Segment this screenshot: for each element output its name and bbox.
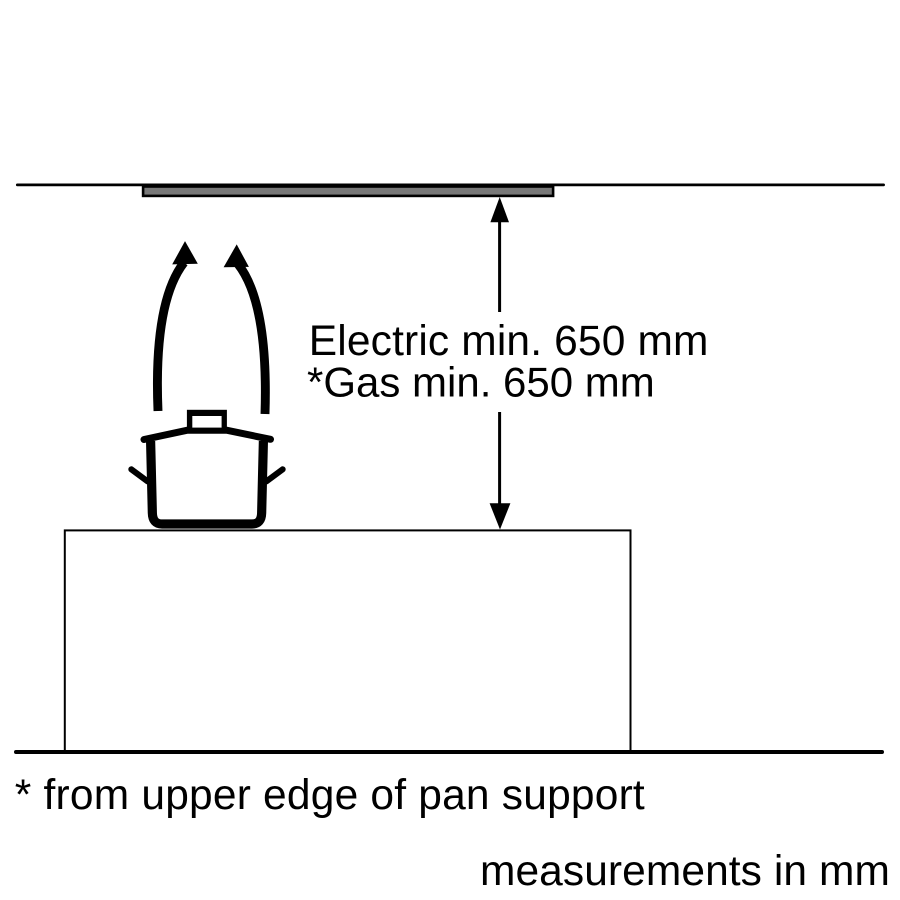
svg-text:*Gas min. 650 mm: *Gas min. 650 mm <box>307 359 655 406</box>
svg-text:* from upper edge of pan suppo: * from upper edge of pan support <box>15 772 645 819</box>
svg-text:Electric min. 650 mm: Electric min. 650 mm <box>309 318 709 365</box>
svg-text:measurements in mm: measurements in mm <box>480 848 890 895</box>
